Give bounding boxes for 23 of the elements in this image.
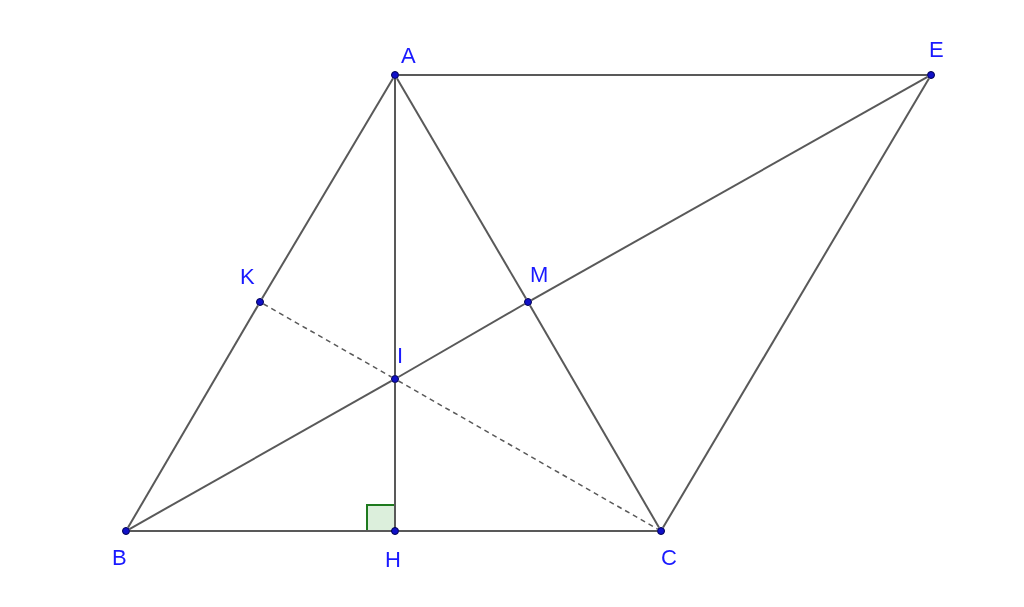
line-segment [129,530,392,532]
dashed-segment [397,380,659,530]
point-label: A [401,45,416,67]
point-label: E [929,39,944,61]
line-segment [127,304,259,529]
line-segment [394,78,396,376]
dashed-segment [262,303,393,378]
line-segment [394,382,396,528]
line-segment [261,77,394,300]
line-segment [398,530,658,532]
line-segment [530,75,929,302]
point-label: M [530,264,549,286]
line-segment [396,77,527,300]
point-label: K [240,266,255,288]
point-label: H [385,549,401,571]
line-segment [529,304,660,529]
line-segment [398,74,928,76]
line-segment [128,379,393,531]
line-segment [397,303,526,378]
point-label: C [661,547,677,569]
point-label: I [397,345,404,367]
line-segment [662,77,930,529]
point-label: B [112,547,127,569]
